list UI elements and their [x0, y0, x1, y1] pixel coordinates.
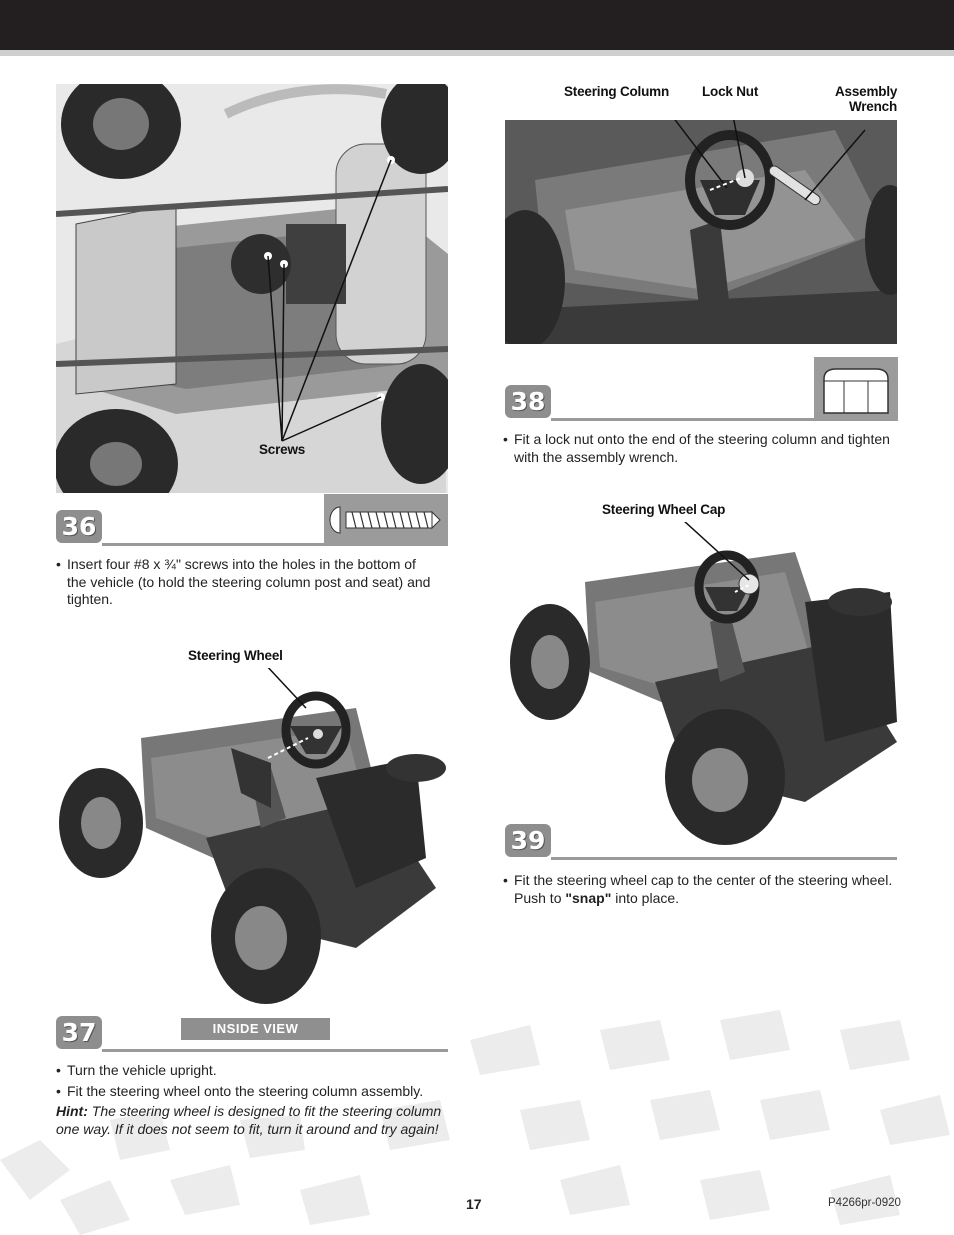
step39-header: 39: [505, 820, 897, 860]
screw-icon: [329, 506, 441, 534]
callout-wrench-line2: Wrench: [848, 99, 897, 114]
callout-steering-column: Steering Column: [564, 84, 670, 99]
step39-illustration: [505, 522, 897, 846]
step37-bullet-2: Fit the steering wheel onto the steering…: [56, 1083, 451, 1101]
document-code: P4266pr-0920: [828, 1197, 901, 1209]
step36-part-box: [324, 494, 448, 546]
header-bar-shadow: [0, 50, 954, 56]
inside-view-badge: INSIDE VIEW: [181, 1018, 330, 1040]
step37-rule: [102, 1049, 448, 1052]
callout-lock-nut: Lock Nut: [702, 84, 759, 99]
tire-tread-background: [0, 1010, 950, 1235]
step39-text-pre: Fit the steering wheel cap to the center…: [514, 872, 893, 906]
callout-steering-wheel: Steering Wheel: [188, 648, 283, 663]
step38-part-box: [814, 357, 898, 421]
step36-illustration: [56, 84, 448, 493]
step39-number: 39: [505, 824, 551, 857]
step39-bullet: Fit the steering wheel cap to the center…: [503, 872, 898, 907]
callout-screws: Screws: [259, 442, 306, 457]
step37-instructions: Turn the vehicle upright. Fit the steeri…: [56, 1062, 451, 1138]
step36-header: 36: [56, 506, 448, 546]
step37-bullet-1: Turn the vehicle upright.: [56, 1062, 451, 1080]
lock-nut-icon: [823, 368, 889, 414]
step39-text-bold: "snap": [565, 889, 612, 906]
page-number: 17: [466, 1196, 482, 1212]
step36-instructions: Insert four #8 x ¾" screws into the hole…: [56, 556, 436, 612]
step39-instructions: Fit the steering wheel cap to the center…: [503, 872, 898, 910]
step37-header: 37: [56, 1012, 448, 1052]
step38-bullet: Fit a lock nut onto the end of the steer…: [503, 431, 898, 466]
step38-header: 38: [505, 381, 897, 421]
step39-text-post: into place.: [611, 889, 680, 906]
step38-number: 38: [505, 385, 551, 418]
callout-steering-wheel-cap: Steering Wheel Cap: [602, 502, 726, 517]
step38-instructions: Fit a lock nut onto the end of the steer…: [503, 431, 898, 469]
hint-text: The steering wheel is designed to fit th…: [56, 1103, 442, 1137]
callout-assembly-wrench: Assembly Wrench: [835, 84, 897, 114]
step38-illustration: [505, 120, 897, 344]
step37-hint: Hint: The steering wheel is designed to …: [56, 1103, 451, 1138]
hint-label: Hint:: [56, 1103, 88, 1119]
step39-rule: [551, 857, 897, 860]
step36-bullet: Insert four #8 x ¾" screws into the hole…: [56, 556, 436, 609]
step37-illustration: [56, 668, 448, 1004]
step37-number: 37: [56, 1016, 102, 1049]
step38-rule: [551, 418, 897, 421]
step36-number: 36: [56, 510, 102, 543]
step36-rule: [102, 543, 448, 546]
header-bar: [0, 0, 954, 50]
callout-wrench-line1: Assembly: [835, 84, 898, 99]
